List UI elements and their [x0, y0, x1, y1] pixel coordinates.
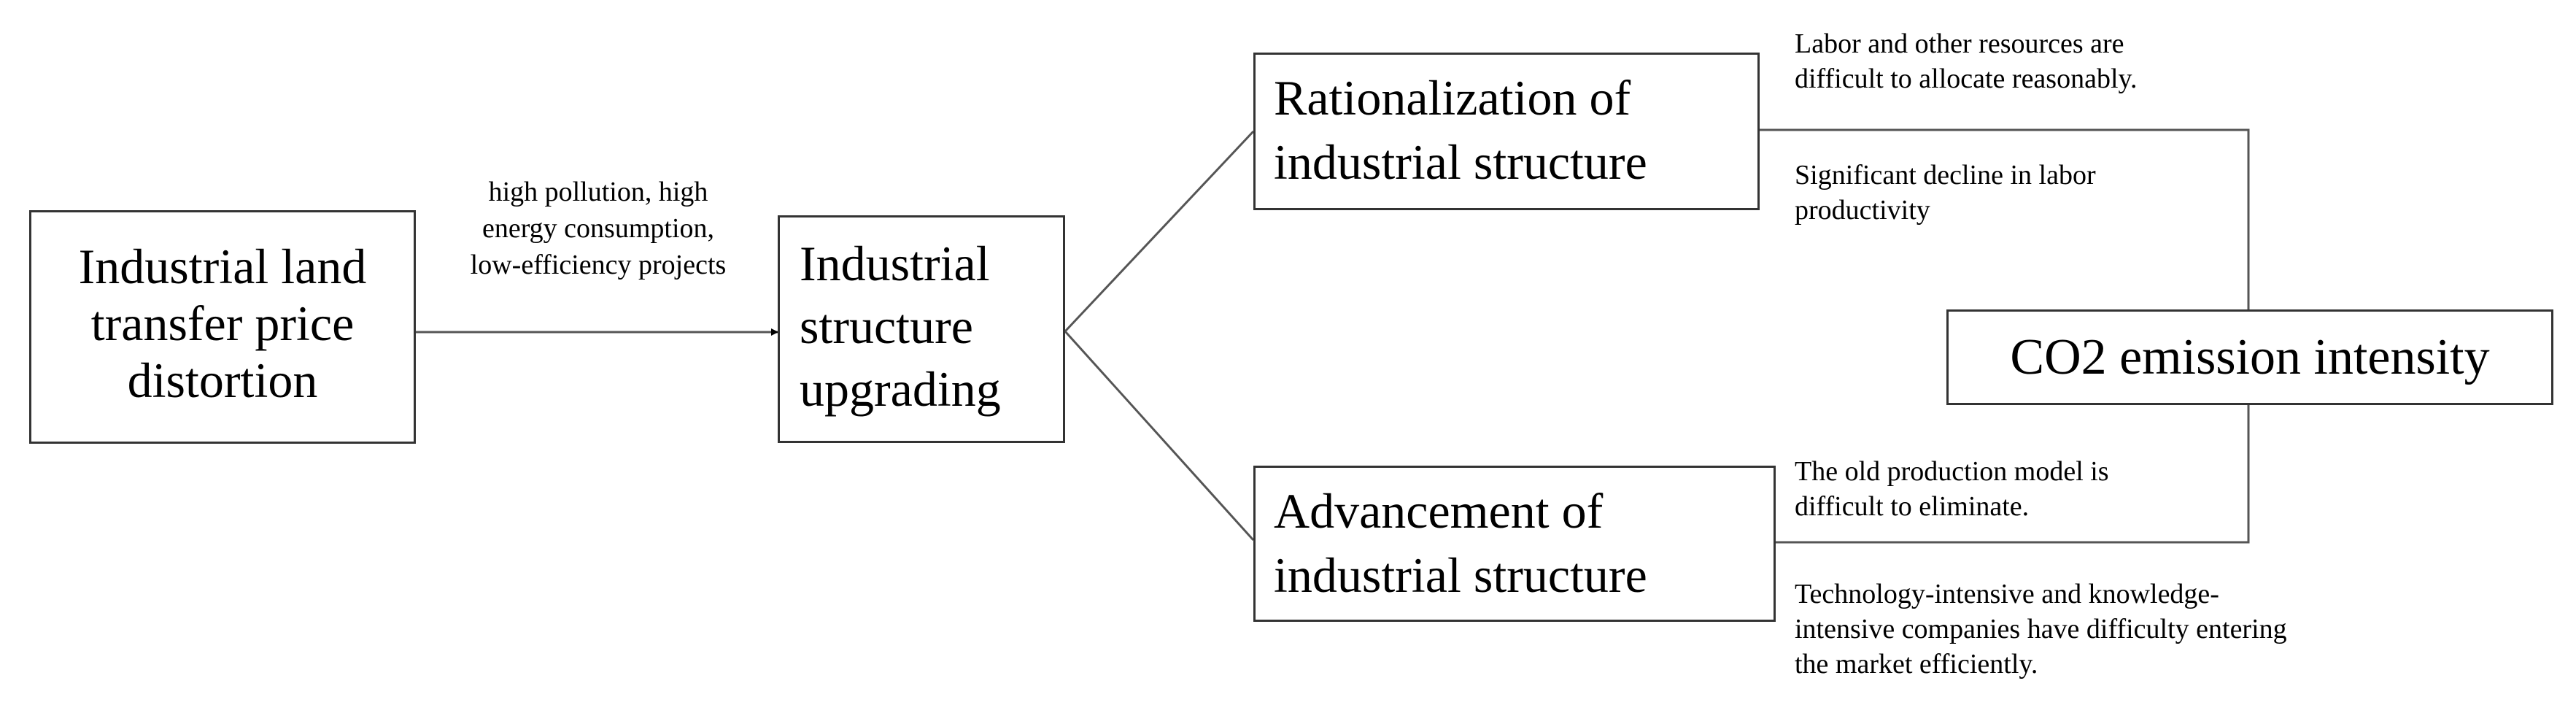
rationalization-box: [1253, 53, 1760, 210]
land-price-line-3: distortion: [127, 353, 318, 408]
rationalization-line-1: Rationalization of: [1274, 70, 1631, 126]
note-line-2: difficult to eliminate.: [1795, 491, 2030, 522]
advancement-top-note: The old production model is difficult to…: [1795, 454, 2203, 524]
land-to-upgrading-label: high pollution, high energy consumption,…: [430, 174, 766, 283]
rationalization-label: Rationalization of industrial structure: [1274, 66, 1755, 194]
note-line-3: the market efficiently.: [1795, 649, 2038, 679]
note-line-2: intensive companies have difficulty ente…: [1795, 614, 2287, 644]
co2-emission-box: [1946, 309, 2553, 405]
co2-line-1: CO2 emission intensity: [2010, 329, 2490, 385]
note-line-1: Significant decline in labor: [1795, 160, 2096, 190]
co2-emission-label: CO2 emission intensity: [1946, 328, 2553, 387]
land-price-distortion-box: [29, 210, 416, 444]
note-line-1: The old production model is: [1795, 456, 2109, 487]
upgrading-line-3: upgrading: [800, 361, 1001, 417]
structure-upgrading-box: [778, 215, 1065, 443]
edge-label-line-2: energy consumption,: [481, 213, 715, 244]
edge-label-line-3: low-efficiency projects: [470, 250, 727, 280]
note-line-2: productivity: [1795, 195, 1930, 226]
structure-upgrading-label: Industrial structure upgrading: [800, 232, 1055, 420]
advancement-label: Advancement of industrial structure: [1274, 479, 1770, 607]
note-line-2: difficult to allocate reasonably.: [1795, 63, 2138, 94]
line-upgrading-to-advancement: [1064, 330, 1255, 542]
upgrading-line-1: Industrial: [800, 236, 990, 291]
note-line-1: Labor and other resources are: [1795, 28, 2124, 59]
advancement-line-1: Advancement of: [1274, 483, 1604, 539]
advancement-line-2: industrial structure: [1274, 547, 1647, 603]
land-price-distortion-label: Industrial land transfer price distortio…: [29, 238, 416, 409]
land-price-line-1: Industrial land: [78, 239, 367, 294]
rationalization-line-2: industrial structure: [1274, 134, 1647, 190]
advancement-bottom-note: Technology-intensive and knowledge- inte…: [1795, 577, 2407, 682]
edge-label-line-1: high pollution, high: [488, 177, 708, 207]
land-price-line-2: transfer price: [90, 296, 355, 351]
line-advancement-to-co2: [1776, 405, 2250, 544]
upgrading-line-2: structure: [800, 299, 973, 354]
rationalization-top-note: Labor and other resources are difficult …: [1795, 26, 2247, 96]
advancement-box: [1253, 466, 1776, 622]
note-line-1: Technology-intensive and knowledge-: [1795, 579, 2219, 609]
rationalization-bottom-note: Significant decline in labor productivit…: [1795, 158, 2203, 228]
line-upgrading-to-rationalization: [1064, 130, 1255, 333]
line-rationalization-to-co2: [1760, 128, 2250, 309]
